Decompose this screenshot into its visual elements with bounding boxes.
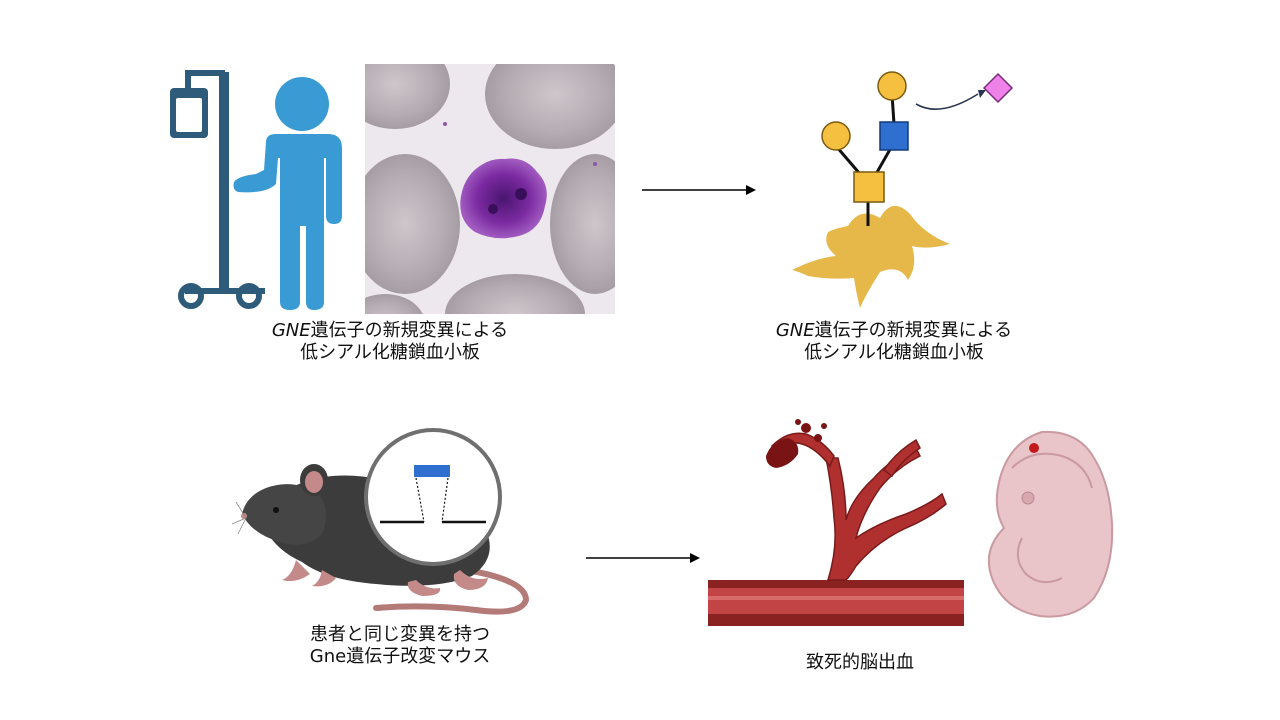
gene-name-italic: GNE [775, 320, 815, 341]
caption-line2: Gne遺伝子改変マウス [309, 646, 491, 667]
arrow-right-icon [586, 553, 700, 563]
caption-line2: 低シアル化糖鎖血小板 [804, 342, 984, 363]
patient-caption: GNE遺伝子の新規変異による 低シアル化糖鎖血小板 [250, 320, 530, 364]
caption-line2: 低シアル化糖鎖血小板 [300, 342, 480, 363]
caption-line1: 遺伝子の新規変異による [814, 320, 1013, 341]
platelet-micrograph [365, 64, 615, 314]
mutation-zoom-icon [364, 428, 502, 566]
embryo-icon [988, 430, 1114, 618]
glycan-structure [792, 71, 1014, 308]
blood-vessel-icon [708, 419, 964, 626]
gene-name-italic: GNE [271, 320, 311, 341]
caption-line1: 遺伝子の新規変異による [310, 320, 509, 341]
mouse-caption: 患者と同じ変異を持つ Gne遺伝子改変マウス [260, 624, 540, 668]
patient-icon [233, 77, 342, 310]
arrow-right-icon [642, 185, 756, 195]
caption-line1: 患者と同じ変異を持つ [310, 624, 490, 645]
caption-line1: 致死的脳出血 [806, 652, 914, 673]
hemorrhage-caption: 致死的脳出血 [760, 652, 960, 674]
iv-pole-icon [170, 70, 265, 309]
glycan-caption: GNE遺伝子の新規変異による 低シアル化糖鎖血小板 [754, 320, 1034, 364]
